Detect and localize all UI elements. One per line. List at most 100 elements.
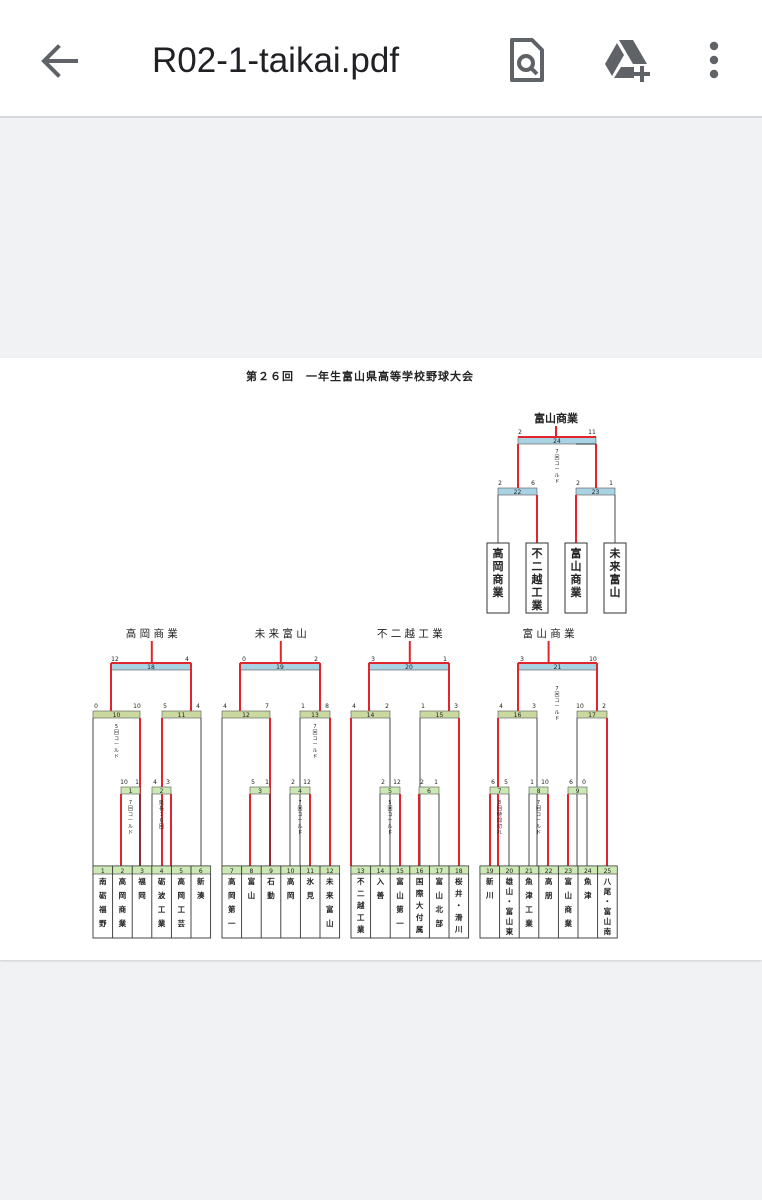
final-team-name: 越 [531,572,544,586]
team-name: 山 [506,916,514,926]
team-name: 南 [99,876,107,886]
team-number: 7 [230,868,234,875]
game-number: 8 [537,788,541,795]
team-name: 新 [197,876,205,886]
team-name: 北 [435,904,443,914]
score: 1 [443,656,447,663]
game-note: 間 [497,818,502,824]
team-name: 不 [357,877,365,886]
find-in-document-icon[interactable] [502,36,550,84]
game-note: 回 [497,806,502,812]
team-number: 3 [140,868,144,875]
final-team-name: 山 [571,559,582,573]
team-name: 朋 [544,891,553,900]
game-note: コ [536,812,541,818]
game-box [221,710,271,719]
game-note: 回 [297,806,302,812]
arrow-left-icon[interactable] [36,38,82,84]
team-name: 福 [98,904,107,914]
team-name: 岡 [119,891,127,900]
team-name: 業 [524,918,533,928]
game-note: コ [312,736,317,742]
game-note: コ [554,461,559,467]
final-team-box [603,542,627,614]
team-name: 国 [416,876,424,886]
game-number: 7 [498,788,502,795]
team-name: 富 [564,876,572,886]
team-name: 井 [455,888,463,898]
game-number: 17 [588,712,596,719]
team-number: 17 [435,868,443,875]
team-name: 二 [357,889,365,898]
score: 11 [588,429,596,436]
score: 1 [135,779,139,786]
score: 10 [133,703,141,710]
block-winner-label: 富 山 商 業 [523,627,576,640]
team-name: 業 [563,918,572,928]
score: 2 [381,779,385,786]
score: 5 [163,703,167,710]
game-box [419,710,460,719]
final-team-box [525,542,549,614]
team-name: 氷 [306,876,314,886]
team-number: 10 [287,868,295,875]
game-note: コ [297,812,302,818]
score: 2 [291,779,295,786]
game-number: 19 [276,664,284,671]
score: 4 [223,703,227,710]
block-winner-label: 不 二 越 工 業 [377,627,443,640]
game-note: ル [128,824,133,830]
team-name: 山 [435,890,443,900]
game-note: 7 [129,800,132,806]
score: 2 [602,703,606,710]
score: 10 [541,779,549,786]
team-name: 大 [416,900,424,910]
game-note: 7 [313,724,316,730]
team-number: 12 [326,868,334,875]
team-name: 富 [435,876,443,886]
final-team-box [486,542,510,614]
team-number: 25 [604,868,612,875]
team-grid [479,865,618,939]
game-note: ル [297,824,302,830]
team-name: 高 [287,876,295,886]
team-name: 湊 [197,890,205,900]
team-number: 4 [160,868,164,875]
team-name: 魚 [525,876,533,886]
team-name: 高 [119,876,127,886]
score: 1 [530,779,534,786]
game-note: 7 [298,800,301,806]
final-team-name: 商 [571,572,582,586]
game-note: ー [128,818,133,824]
score: 2 [498,480,502,487]
team-name: 岡 [177,891,185,900]
game-number: 11 [178,712,186,719]
team-name: 滑 [455,912,463,922]
team-number: 16 [416,868,424,875]
score: 4 [352,703,356,710]
game-note: ー [554,467,559,473]
game-box [120,786,141,795]
team-name: 際 [416,888,424,898]
game-note: 長 [159,806,164,812]
team-name: 野 [99,919,107,928]
score: 8 [325,703,329,710]
more-vert-icon[interactable] [690,36,738,84]
game-note: ド [536,830,541,836]
add-to-drive-icon[interactable] [602,36,650,84]
game-number: 22 [514,489,522,496]
team-number: 15 [396,868,404,875]
game-note: ー [297,818,302,824]
game-note: 回 [536,806,541,812]
game-note: 回 [312,730,317,736]
game-note: ル [554,473,559,479]
score: 3 [520,656,524,663]
team-name: 業 [356,924,365,934]
final-team-name: 不 [532,547,543,560]
game-note: ド [554,716,559,722]
team-number: 13 [357,868,365,875]
team-name: 福 [137,876,146,886]
pdf-page[interactable] [0,358,762,960]
game-number: 12 [242,712,250,719]
team-name: 付 [416,912,424,922]
